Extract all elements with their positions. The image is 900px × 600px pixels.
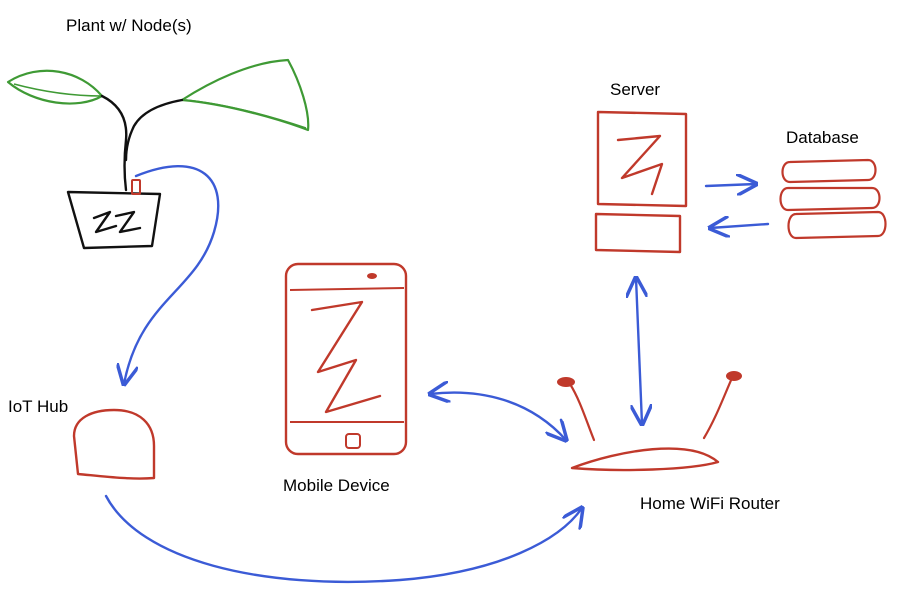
plant-label: Plant w/ Node(s) — [66, 16, 192, 35]
wifi-router-icon — [557, 371, 742, 472]
arrow-mobile-router — [430, 393, 566, 440]
left-leaf — [6, 69, 104, 105]
mobile-device-label: Mobile Device — [283, 476, 390, 495]
arrow-database-to-server — [710, 224, 770, 228]
arrow-server-to-database — [704, 184, 756, 186]
connection-arrows — [104, 165, 770, 584]
iot-hub-icon — [72, 408, 156, 480]
plant-pot — [66, 190, 162, 250]
arrow-router-server — [636, 278, 642, 424]
router-label: Home WiFi Router — [640, 494, 780, 513]
smartphone-icon — [284, 262, 408, 456]
database-label: Database — [786, 128, 859, 147]
iot-hub-label: IoT Hub — [8, 397, 69, 416]
server-label: Server — [610, 80, 661, 99]
arrow-plant-to-hub — [124, 165, 220, 384]
plant-icon — [6, 58, 310, 250]
arrow-hub-to-router — [104, 494, 582, 584]
plant-stem — [100, 94, 128, 192]
database-icon — [779, 158, 887, 240]
server-icon — [594, 110, 688, 254]
right-leaf — [180, 58, 310, 132]
node-sensor — [131, 179, 141, 195]
